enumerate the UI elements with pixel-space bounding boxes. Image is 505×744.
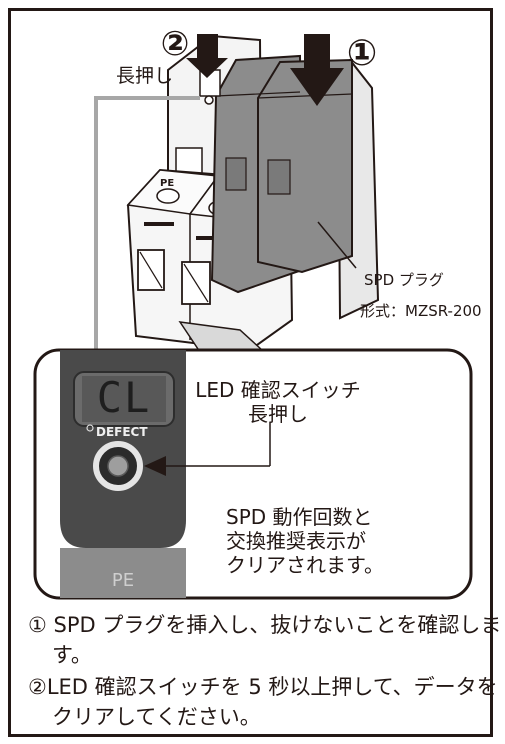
marker-insert: ① xyxy=(346,33,378,74)
spd-plugs xyxy=(210,54,353,294)
label-long-press: 長押し xyxy=(116,65,174,87)
label-clear: SPD 動作回数と 交換推奨表示が クリアされます。 xyxy=(226,505,466,577)
label-spd-plug: SPD プラグ xyxy=(364,271,444,289)
label-led-switch-line1: LED 確認スイッチ xyxy=(195,378,361,402)
label-led-switch-line2: 長押し xyxy=(248,402,308,426)
marker-push: ② xyxy=(160,24,190,64)
led-display-text: CL xyxy=(96,373,152,422)
label-clear-line1: SPD 動作回数と xyxy=(226,505,373,529)
label-defect: DEFECT xyxy=(96,425,148,439)
label-model: 形式：MZSR-200 xyxy=(360,302,482,320)
instruction-step1: ① SPD プラグを挿入し、抜けないことを確認します。 xyxy=(28,613,502,667)
inset-callout xyxy=(33,348,473,600)
label-pe-bottom: PE xyxy=(111,570,135,591)
insert-arrow xyxy=(290,34,344,106)
label-pe-top: PE xyxy=(160,178,175,189)
leader-line-switch xyxy=(94,96,200,360)
label-clear-line2: 交換推奨表示が xyxy=(226,529,366,553)
led-button-small xyxy=(204,95,214,105)
push-arrow xyxy=(186,34,228,78)
label-led-switch: LED 確認スイッチ 長押し xyxy=(188,378,368,426)
instruction-step2: ②LED 確認スイッチを 5 秒以上押して、データをクリアしてください。 xyxy=(28,675,498,729)
label-clear-line3: クリアされます。 xyxy=(226,553,384,577)
leader-line-plug xyxy=(317,221,357,269)
